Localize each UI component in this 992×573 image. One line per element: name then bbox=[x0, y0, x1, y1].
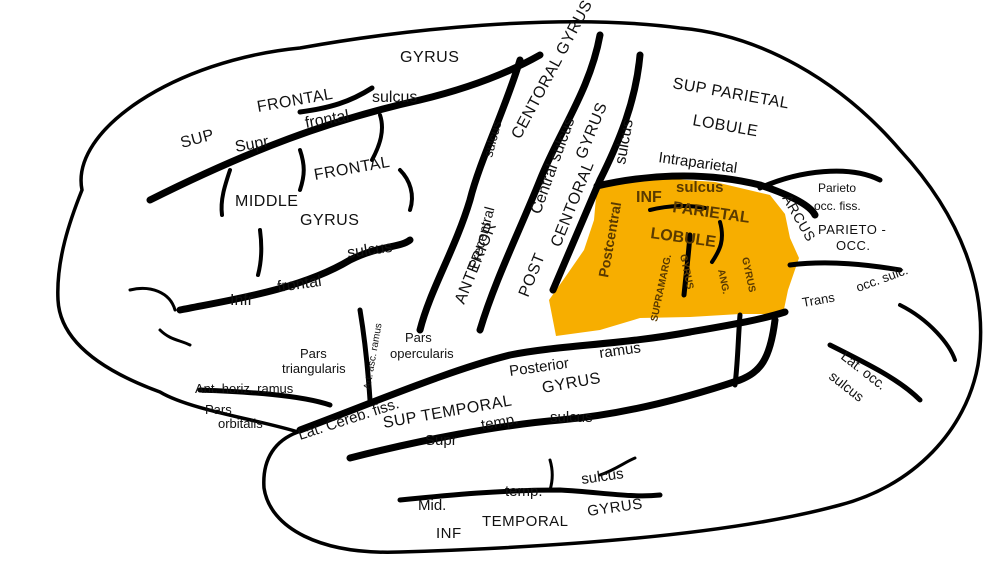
sulci-lines bbox=[128, 31, 957, 503]
postcentral-sulcus bbox=[549, 51, 644, 294]
label-sulcus-sup: sulcus bbox=[372, 89, 417, 106]
label-infr: Infr bbox=[230, 292, 254, 309]
precentral-sulcus bbox=[416, 56, 524, 334]
temporal-fragment-2 bbox=[598, 456, 637, 477]
label-pars-op-1: Pars bbox=[405, 330, 432, 345]
label-temporal: TEMPORAL bbox=[482, 513, 569, 530]
label-trans: Trans bbox=[801, 289, 836, 310]
inferior-parietal-lobule-highlight bbox=[549, 177, 799, 336]
label-sulcus-temp: sulcus bbox=[550, 409, 593, 426]
superior-frontal-sulcus-branch bbox=[297, 85, 375, 115]
label-inf: INF bbox=[636, 189, 662, 206]
central-sulcus bbox=[476, 31, 604, 334]
label-occ-fiss: occ. fiss. bbox=[814, 199, 861, 213]
label-pars-orb-1: Pars bbox=[205, 402, 232, 417]
label-ant-horiz: Ant. horiz. ramus bbox=[195, 381, 294, 396]
frontal-fragment-6 bbox=[128, 286, 177, 312]
transverse-occipital-sulcus bbox=[787, 260, 903, 273]
middle-temporal-sulcus bbox=[397, 487, 663, 503]
intraparietal-sulcus bbox=[593, 172, 819, 219]
label-gyrus-top: GYRUS bbox=[400, 49, 459, 66]
ascending-ramus bbox=[357, 307, 373, 403]
occipital-fragment bbox=[898, 303, 957, 362]
frontal-fragment-1 bbox=[298, 148, 306, 192]
lateral-occipital-sulcus bbox=[827, 342, 923, 403]
superior-temporal-sulcus bbox=[346, 316, 779, 462]
label-sulcus-ip: sulcus bbox=[676, 179, 724, 196]
label-middle: MIDDLE bbox=[235, 193, 298, 210]
inferior-frontal-sulcus bbox=[176, 236, 414, 314]
inf-parietal-branch-2 bbox=[648, 203, 707, 212]
label-temp2: temp. bbox=[505, 483, 543, 500]
label-pars-orb-2: orbitalis bbox=[218, 416, 263, 431]
label-sulcus-mid: sulcus bbox=[580, 465, 624, 488]
label-supr: Supr bbox=[234, 133, 271, 156]
frontal-fragment-3 bbox=[370, 113, 384, 162]
label-frontal-infr: frontal bbox=[276, 273, 322, 296]
label-sulcus-infr: sulcus bbox=[346, 239, 393, 262]
superior-frontal-sulcus bbox=[146, 51, 544, 204]
frontal-fragment-7 bbox=[158, 328, 192, 347]
frontal-fragment-5 bbox=[256, 228, 264, 277]
label-supr-t: Supr bbox=[425, 432, 457, 449]
horizontal-ramus bbox=[197, 387, 333, 408]
supramarginal-branch bbox=[681, 232, 693, 298]
temporal-fragment bbox=[548, 458, 554, 492]
label-pars-tri-2: triangularis bbox=[282, 361, 346, 376]
parieto-occipital-fissure bbox=[757, 168, 883, 191]
label-pars-op-2: opercularis bbox=[390, 346, 454, 361]
label-gyrus-mid: GYRUS bbox=[300, 212, 359, 229]
label-occ: OCC. bbox=[836, 238, 871, 253]
inf-parietal-branch bbox=[710, 220, 724, 264]
label-parieto-small: Parieto bbox=[818, 181, 856, 195]
label-parieto-occ: PARIETO - bbox=[818, 222, 886, 237]
cerebrum-outline bbox=[56, 20, 983, 554]
frontal-fragment-2 bbox=[219, 168, 232, 217]
lateral-cerebral-fissure bbox=[296, 308, 789, 434]
angular-branch bbox=[732, 312, 743, 388]
label-pars-tri-1: Pars bbox=[300, 346, 327, 361]
label-ang: ANG. bbox=[715, 268, 731, 295]
frontal-fragment-4 bbox=[398, 168, 414, 212]
label-mid: Mid. bbox=[418, 497, 446, 514]
label-ramus: ramus bbox=[598, 339, 642, 362]
label-inf-temporal: INF bbox=[436, 525, 462, 542]
label-temp: temp. bbox=[480, 411, 520, 434]
